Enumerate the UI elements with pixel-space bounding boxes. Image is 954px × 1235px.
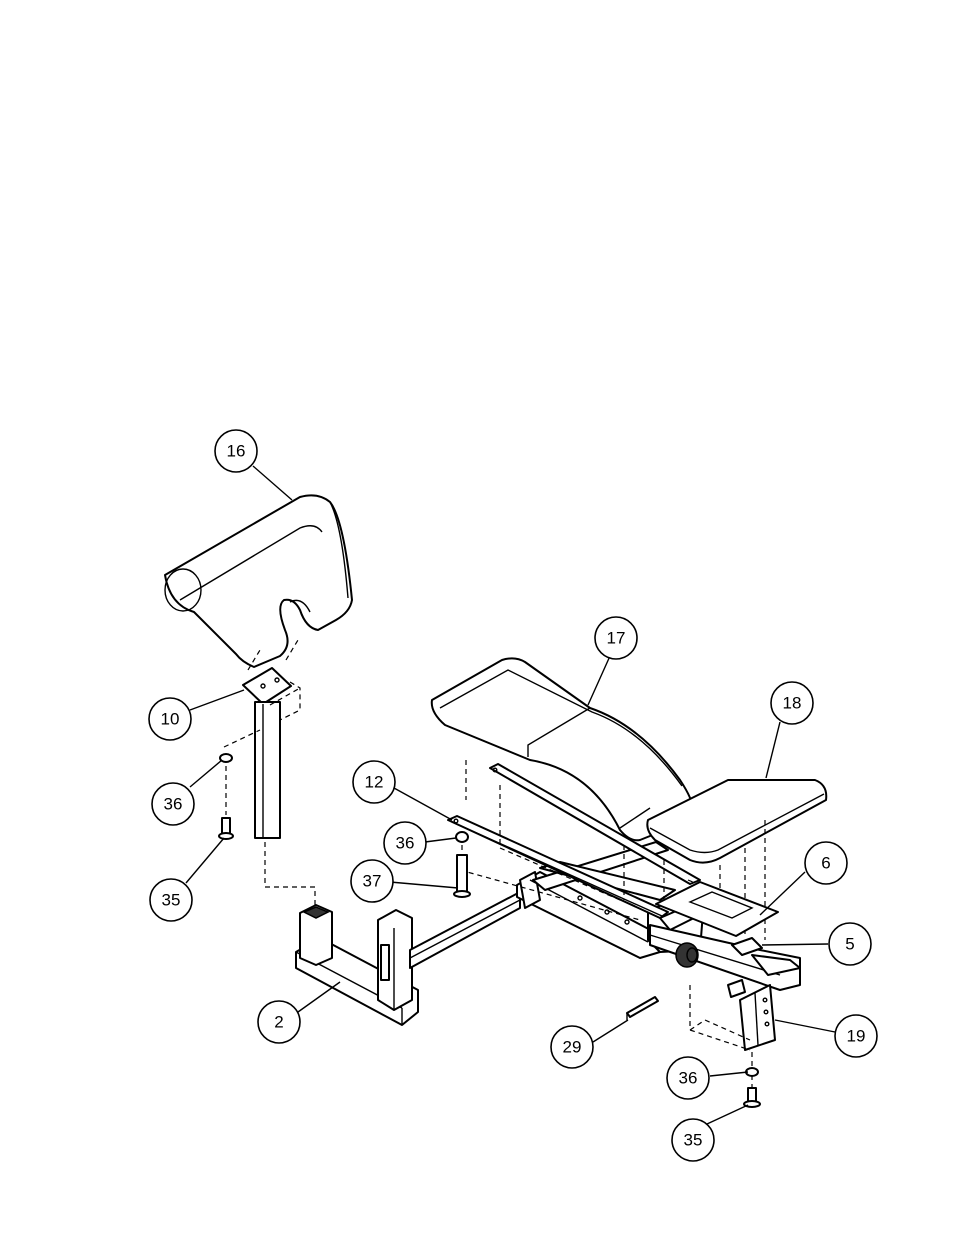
pad-post-part: [243, 668, 291, 838]
callout-label: 16: [227, 442, 246, 461]
callout-label: 2: [274, 1013, 283, 1032]
callout-19: 19: [835, 1015, 877, 1057]
callout-label: 12: [365, 773, 384, 792]
callout-10: 10: [149, 698, 191, 740]
front-base-frame-part: [296, 892, 520, 1025]
callout-6: 6: [805, 842, 847, 884]
callout-label: 17: [607, 629, 626, 648]
callout-35-left: 35: [150, 879, 192, 921]
callout-label: 10: [161, 710, 180, 729]
bolt-part: [219, 818, 233, 839]
callout-5: 5: [829, 923, 871, 965]
callout-16: 16: [215, 430, 257, 472]
arm-pad-part: [165, 495, 352, 667]
callout-label: 36: [679, 1069, 698, 1088]
callout-label: 6: [821, 854, 830, 873]
callout-label: 35: [684, 1131, 703, 1150]
callout-12: 12: [353, 761, 395, 803]
rear-leg-part: [728, 980, 775, 1050]
callout-29: 29: [551, 1026, 593, 1068]
callout-label: 5: [845, 935, 854, 954]
callout-label: 29: [563, 1038, 582, 1057]
knob-part: [676, 943, 698, 967]
callout-35-right: 35: [672, 1119, 714, 1161]
callout-label: 37: [363, 872, 382, 891]
washer-part: [456, 832, 468, 842]
callout-37: 37: [351, 860, 393, 902]
pivot-pin-part: [454, 855, 470, 897]
bolt-part: [744, 1088, 760, 1107]
callout-label: 36: [164, 795, 183, 814]
callout-label: 35: [162, 891, 181, 910]
callout-label: 18: [783, 694, 802, 713]
callout-36-left: 36: [152, 783, 194, 825]
callout-36-right: 36: [667, 1057, 709, 1099]
callout-label: 36: [396, 834, 415, 853]
seat-pad-part: [432, 658, 694, 840]
callout-17: 17: [595, 617, 637, 659]
callout-2: 2: [258, 1001, 300, 1043]
pin-part: [627, 997, 658, 1020]
callout-36-middle: 36: [384, 822, 426, 864]
rear-tube-part: [650, 925, 800, 990]
callout-label: 19: [847, 1027, 866, 1046]
callout-18: 18: [771, 682, 813, 724]
